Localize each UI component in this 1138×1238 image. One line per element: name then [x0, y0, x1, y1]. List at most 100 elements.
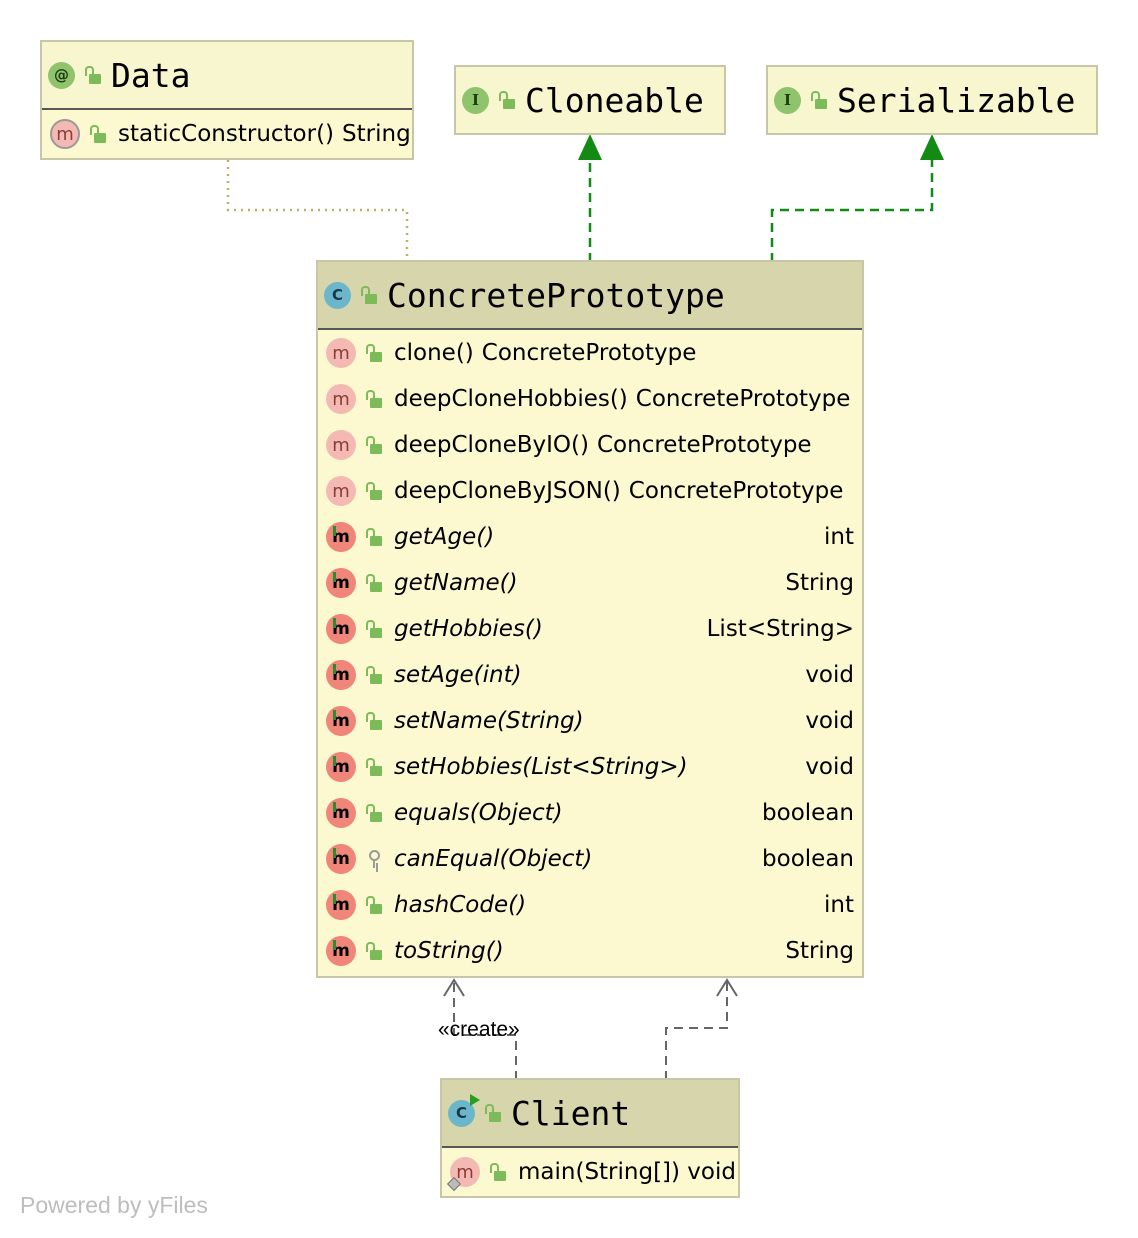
public-lock-icon [366, 436, 382, 454]
public-lock-icon [490, 1163, 506, 1181]
member-row[interactable]: m clone() ConcretePrototype [318, 330, 862, 376]
generated-method-icon: m [326, 522, 356, 552]
public-lock-icon [366, 804, 382, 822]
member-name: getName() [394, 570, 518, 596]
generated-method-icon: m [326, 752, 356, 782]
realization-cloneable-arrow [578, 134, 602, 160]
member-type: ConcretePrototype [596, 432, 812, 458]
member-row[interactable]: m main(String[]) void [442, 1148, 738, 1196]
serializable-header: I Serializable [768, 67, 1096, 133]
member-type: boolean [762, 846, 854, 872]
member-name: toString() [394, 938, 504, 964]
client-class-box[interactable]: C Client m main(String[]) void [440, 1078, 740, 1198]
member-row[interactable]: m setAge(int) void [318, 652, 862, 698]
public-lock-icon [499, 91, 515, 109]
member-type: void [805, 754, 854, 780]
member-row[interactable]: m deepCloneByIO() ConcretePrototype [318, 422, 862, 468]
public-lock-icon [366, 344, 382, 362]
cloneable-header: I Cloneable [456, 67, 724, 133]
member-name: deepCloneByIO() [394, 432, 589, 458]
protected-key-icon [366, 850, 382, 868]
method-icon: m [326, 430, 356, 460]
member-type: String [785, 938, 854, 964]
member-row[interactable]: m getAge() int [318, 514, 862, 560]
public-lock-icon [366, 942, 382, 960]
member-type: ConcretePrototype [628, 478, 844, 504]
serializable-interface-box[interactable]: I Serializable [766, 65, 1098, 135]
runnable-class-icon: C [448, 1093, 480, 1127]
member-name: canEqual(Object) [394, 846, 593, 872]
cloneable-title: Cloneable [525, 80, 704, 120]
member-type: int [824, 524, 854, 550]
method-icon: m [326, 338, 356, 368]
data-title: Data [111, 55, 191, 95]
member-name: hashCode() [394, 892, 527, 918]
public-lock-icon [366, 896, 382, 914]
generated-method-icon: m [326, 568, 356, 598]
member-type: List<String> [706, 616, 854, 642]
member-type: int [824, 892, 854, 918]
concrete-prototype-class-box[interactable]: C ConcretePrototype m clone() ConcreteProt… [316, 260, 864, 978]
member-row[interactable]: m deepCloneByJSON() ConcretePrototype [318, 468, 862, 514]
public-lock-icon [90, 125, 106, 143]
public-lock-icon [485, 1104, 501, 1122]
member-type: String [785, 570, 854, 596]
generated-method-icon: m [326, 706, 356, 736]
usage-dependency-arrow [716, 978, 738, 997]
generated-method-icon: m [326, 614, 356, 644]
static-method-icon: m [50, 119, 80, 149]
member-row[interactable]: m getName() String [318, 560, 862, 606]
member-type: ConcretePrototype [635, 386, 851, 412]
public-lock-icon [366, 574, 382, 592]
create-stereotype-label: «create» [438, 1018, 520, 1041]
member-name: clone() [394, 340, 474, 366]
member-row[interactable]: m staticConstructor() String [42, 110, 412, 158]
realization-serializable-line [770, 158, 934, 262]
public-lock-icon [366, 482, 382, 500]
generated-method-icon: m [326, 798, 356, 828]
member-name: main(String[]) void [518, 1159, 736, 1185]
annotation-link [226, 160, 409, 262]
concrete-prototype-title: ConcretePrototype [387, 275, 725, 315]
member-name: getAge() [394, 524, 495, 550]
concrete-prototype-header: C ConcretePrototype [318, 262, 862, 330]
member-name: setAge(int) [394, 662, 522, 688]
data-header: @ Data [42, 42, 412, 110]
member-row[interactable]: m setHobbies(List<String>) void [318, 744, 862, 790]
member-type: ConcretePrototype [481, 340, 697, 366]
member-type: void [805, 662, 854, 688]
method-icon: m [326, 476, 356, 506]
generated-method-icon: m [326, 844, 356, 874]
public-lock-icon [366, 712, 382, 730]
member-name: setHobbies(List<String>) [394, 754, 688, 780]
cloneable-interface-box[interactable]: I Cloneable [454, 65, 726, 135]
public-lock-icon [85, 66, 101, 84]
generated-method-icon: m [326, 890, 356, 920]
public-lock-icon [366, 758, 382, 776]
interface-icon: I [462, 86, 489, 114]
client-title: Client [511, 1093, 631, 1133]
member-name: staticConstructor() [118, 121, 335, 147]
create-dependency-arrow [443, 978, 465, 997]
member-name: deepCloneByJSON() [394, 478, 621, 504]
member-row[interactable]: m canEqual(Object) boolean [318, 836, 862, 882]
annotation-icon: @ [48, 61, 75, 89]
method-icon: m [326, 384, 356, 414]
realization-serializable-arrow [920, 134, 944, 160]
member-row[interactable]: m hashCode() int [318, 882, 862, 928]
powered-by-footer: Powered by yFiles [20, 1192, 208, 1218]
client-header: C Client [442, 1080, 738, 1148]
member-name: setName(String) [394, 708, 584, 734]
member-name: equals(Object) [394, 800, 563, 826]
generated-method-icon: m [326, 660, 356, 690]
public-lock-icon [366, 528, 382, 546]
data-annotation-box[interactable]: @ Data m staticConstructor() String [40, 40, 414, 160]
public-lock-icon [366, 620, 382, 638]
